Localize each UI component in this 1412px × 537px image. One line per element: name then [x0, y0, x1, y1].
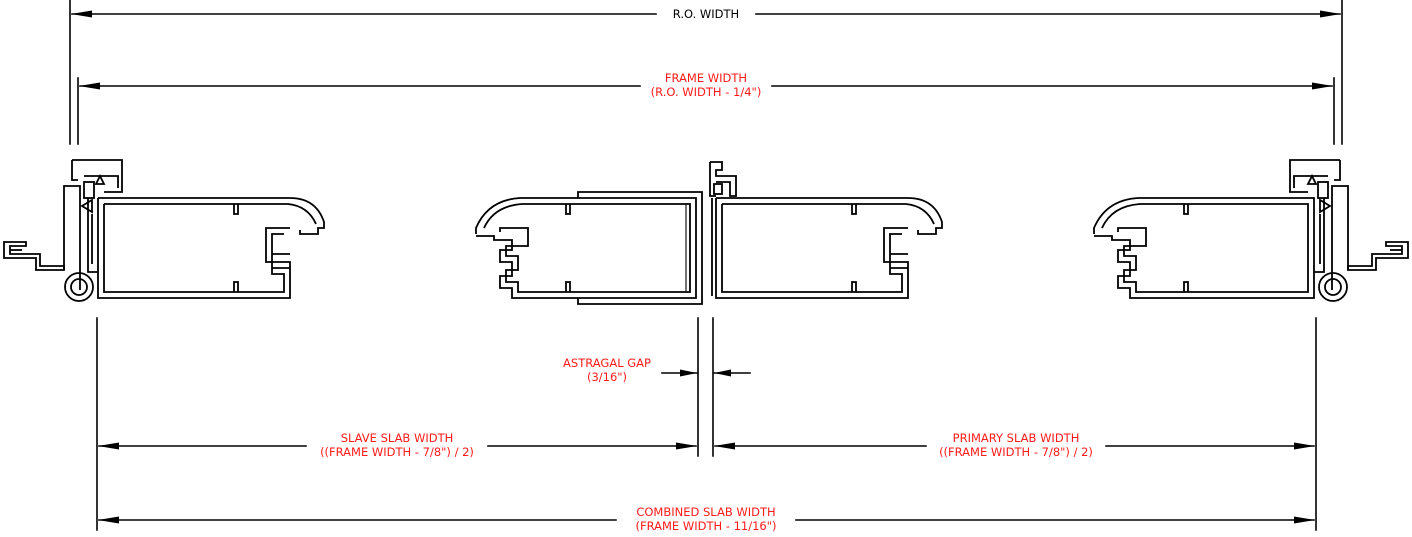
slave-slab-width-dimension: SLAVE SLAB WIDTH ((FRAME WIDTH - 7/8") /…	[98, 431, 697, 459]
slave-leaf-hinge-stile	[97, 197, 325, 299]
ro-arrow-left	[71, 10, 92, 18]
frame-arrow-right	[1312, 82, 1333, 90]
primary-leaf-lock-stile	[715, 197, 943, 299]
combined-arrow-right	[1294, 516, 1315, 524]
slave-leaf-lock-stile	[475, 191, 703, 305]
ro-width-dimension: R.O. WIDTH	[69, 0, 1343, 145]
primary-slab-width-label: PRIMARY SLAB WIDTH	[953, 431, 1080, 445]
astragal-gap-label: ASTRAGAL GAP	[563, 356, 651, 370]
astragal-gap-dimension: ASTRAGAL GAP (3/16")	[563, 356, 751, 384]
frame-width-dimension: FRAME WIDTH (R.O. WIDTH - 1/4")	[77, 71, 1335, 145]
right-jamb-frame-profile	[1289, 159, 1409, 302]
slab-extension-lines	[96, 317, 1317, 531]
frame-width-formula: (R.O. WIDTH - 1/4")	[651, 85, 762, 99]
left-jamb-frame-profile	[3, 159, 123, 302]
center-astragal-stop	[709, 161, 737, 296]
ro-arrow-right	[1320, 10, 1341, 18]
gap-arrow-right	[714, 369, 731, 377]
slave-slab-width-label: SLAVE SLAB WIDTH	[341, 431, 454, 445]
gap-arrow-left	[680, 369, 697, 377]
primary-slab-width-formula: ((FRAME WIDTH - 7/8") / 2)	[939, 445, 1093, 459]
ro-width-label: R.O. WIDTH	[673, 7, 739, 21]
primary-arrow-right	[1294, 442, 1315, 450]
primary-slab-width-dimension: PRIMARY SLAB WIDTH ((FRAME WIDTH - 7/8")…	[714, 431, 1315, 459]
slave-arrow-right	[676, 442, 697, 450]
combined-slab-width-label: COMBINED SLAB WIDTH	[636, 505, 775, 519]
astragal-gap-value: (3/16")	[587, 370, 627, 384]
frame-width-label: FRAME WIDTH	[665, 71, 747, 85]
combined-arrow-left	[98, 516, 119, 524]
combined-slab-width-dimension: COMBINED SLAB WIDTH (FRAME WIDTH - 11/16…	[98, 505, 1315, 533]
primary-arrow-left	[714, 442, 735, 450]
slave-slab-width-formula: ((FRAME WIDTH - 7/8") / 2)	[320, 445, 474, 459]
primary-leaf-hinge-stile	[1093, 197, 1315, 299]
slave-arrow-left	[98, 442, 119, 450]
combined-slab-width-formula: (FRAME WIDTH - 11/16")	[635, 519, 776, 533]
frame-arrow-left	[79, 82, 100, 90]
